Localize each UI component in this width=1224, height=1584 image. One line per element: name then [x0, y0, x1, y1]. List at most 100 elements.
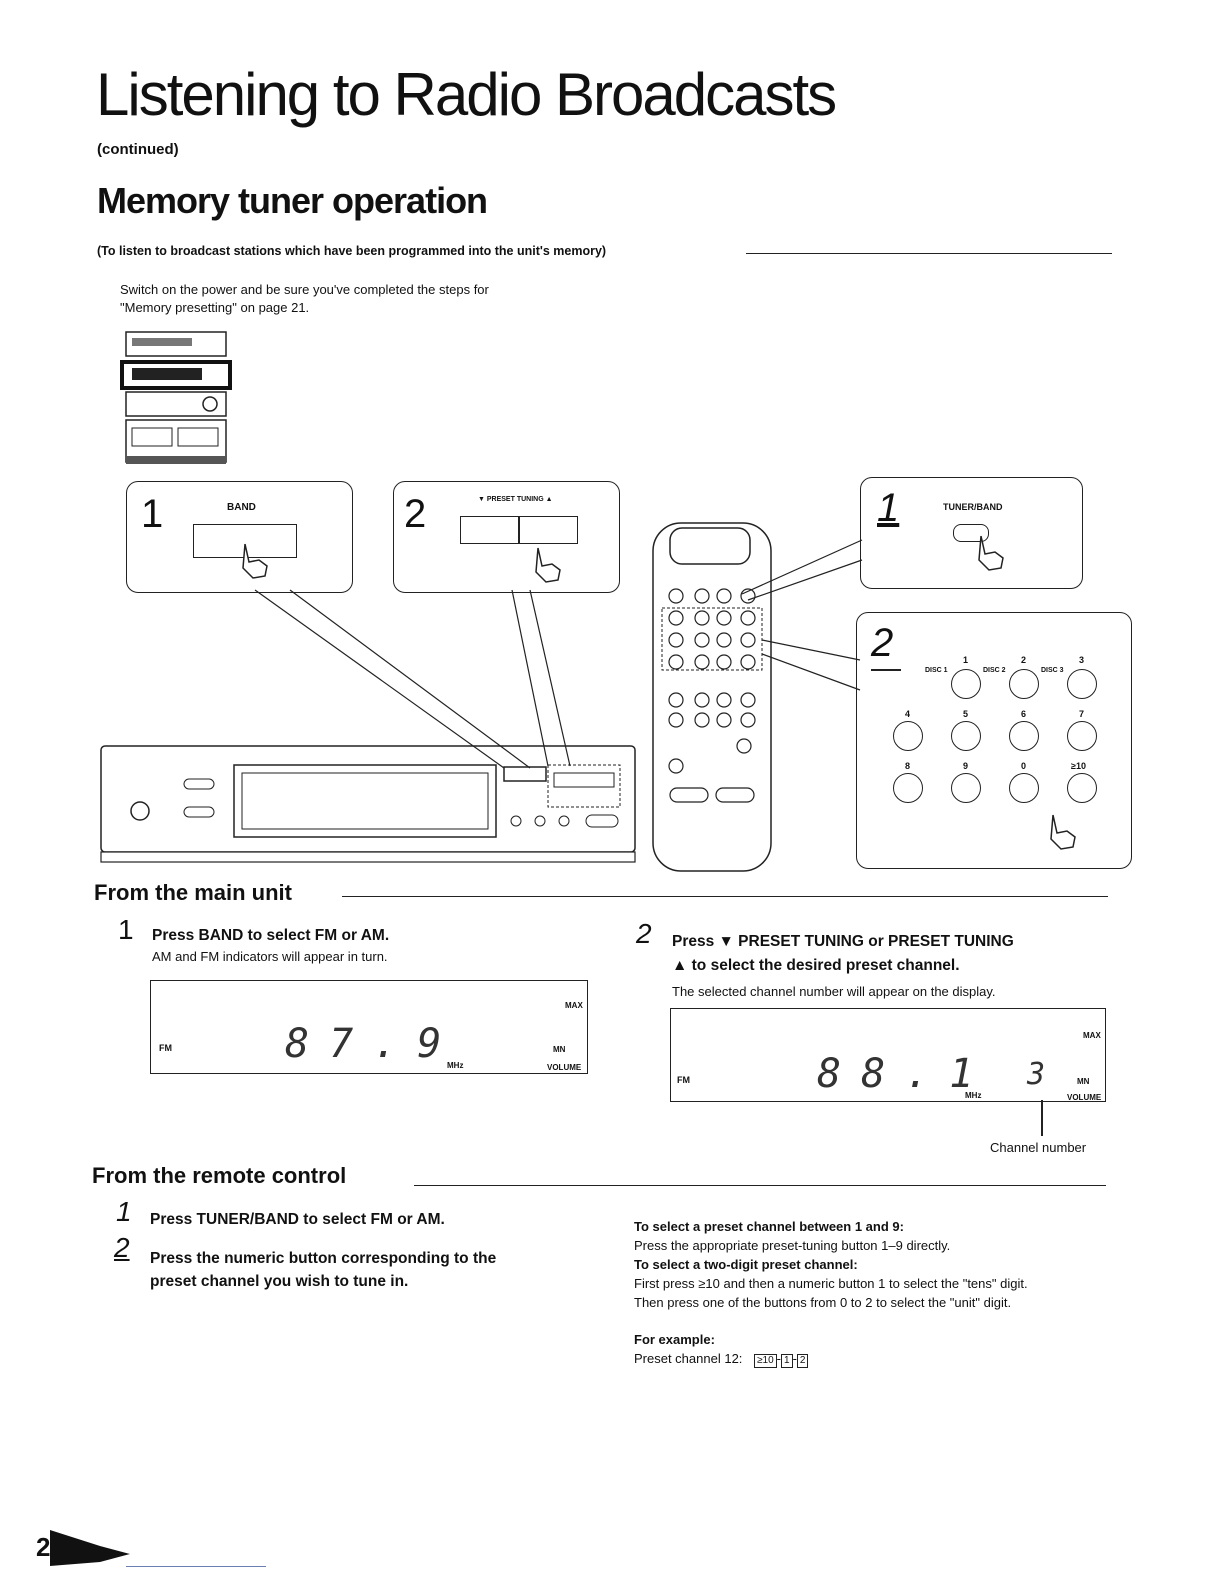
lcd1-volume: VOLUME [547, 1063, 582, 1072]
lcd1-mn: MN [553, 1045, 566, 1054]
lcd1-unit: MHz [447, 1061, 464, 1070]
continued-label: (continued) [97, 141, 179, 158]
main-step2-panel: 2 ▼ PRESET TUNING ▲ [393, 481, 620, 593]
disc2-label: DISC 2 [983, 667, 1006, 674]
remote-step2-panel: 2 DISC 1 1 DISC 2 2 DISC 3 3 4 5 6 7 8 9… [856, 612, 1132, 869]
main-step2-detail: The selected channel number will appear … [672, 984, 996, 999]
example-line: Preset channel 12: ≥10-1-2 [634, 1349, 1114, 1368]
numeric-button-8[interactable] [893, 773, 923, 803]
remote-step2-number: 2 [871, 621, 894, 665]
num0-label: 0 [1021, 761, 1027, 771]
numeric-button-4[interactable] [893, 721, 923, 751]
numeric-button-0[interactable] [1009, 773, 1039, 803]
intro-line-2: "Memory presetting" on page 21. [120, 300, 310, 315]
two-digit-text-1: First press ≥10 and then a numeric butto… [634, 1276, 1028, 1291]
numeric-button-10plus[interactable] [1067, 773, 1097, 803]
preset-divider [518, 517, 520, 543]
channel-pointer [1041, 1100, 1043, 1136]
two-digit-title: To select a two-digit preset channel: [634, 1257, 858, 1272]
page-corner-mark [50, 1530, 130, 1566]
lcd1-band: FM [159, 1043, 172, 1053]
num10-label: ≥10 [1071, 761, 1086, 771]
remote-notes: To select a preset channel between 1 and… [634, 1217, 1114, 1368]
intro-text: Switch on the power and be sure you've c… [120, 281, 600, 317]
remote-rule [414, 1185, 1106, 1186]
single-digit-title: To select a preset channel between 1 and… [634, 1219, 904, 1234]
pointing-hand-icon [978, 535, 1004, 571]
note-rule [746, 253, 1112, 254]
main-step1-number: 1 [141, 492, 164, 536]
remote-step2-line1: Press the numeric button corresponding t… [150, 1250, 497, 1267]
main-step1-panel: 1 BAND [126, 481, 353, 593]
preset-tuning-buttons[interactable] [460, 516, 578, 544]
lcd2-frequency: 88.1 [817, 1051, 994, 1097]
disc1-label: DISC 1 [925, 667, 948, 674]
remote-step2-num: 2 [114, 1232, 130, 1263]
main-step1-num: 1 [118, 914, 134, 945]
numeric-button-9[interactable] [951, 773, 981, 803]
main-unit-heading: From the main unit [94, 880, 292, 905]
footer-line [126, 1566, 266, 1567]
single-digit-text: Press the appropriate preset-tuning butt… [634, 1238, 951, 1253]
page-title: Listening to Radio Broadcasts [96, 61, 837, 128]
disc3-label: DISC 3 [1041, 667, 1064, 674]
numeric-button-2[interactable] [1009, 669, 1039, 699]
channel-number-label: Channel number [990, 1140, 1087, 1155]
two-digit-text-2: Then press one of the buttons from 0 to … [634, 1295, 1012, 1310]
example-key-2: 1 [781, 1354, 793, 1368]
tuner-band-button[interactable] [953, 524, 989, 542]
intro-line-1: Switch on the power and be sure you've c… [120, 282, 489, 297]
numeric-button-5[interactable] [951, 721, 981, 751]
lcd1-max: MAX [565, 1001, 583, 1010]
lcd1-frequency: 87.9 [285, 1021, 462, 1067]
example-key-1: ≥10 [754, 1354, 777, 1368]
section-title: Memory tuner operation [97, 180, 488, 221]
remote-control-illustration [652, 522, 772, 872]
numeric-button-1[interactable] [951, 669, 981, 699]
num5-label: 5 [963, 709, 969, 719]
remote-step1-num: 1 [116, 1196, 132, 1227]
main-step1-text: Press BAND to select FM or AM. [152, 927, 390, 944]
remote-step2-line2: preset channel you wish to tune in. [150, 1273, 409, 1290]
lcd2-max: MAX [1083, 1031, 1101, 1040]
lcd2-unit: MHz [965, 1091, 982, 1100]
remote-step1-number: 1 [877, 486, 900, 530]
lcd-display-2: MAX FM 88.1 MHz 3 MN VOLUME [670, 1008, 1106, 1102]
main-unit-illustration [100, 745, 636, 863]
numeric-button-3[interactable] [1067, 669, 1097, 699]
section-note: (To listen to broadcast stations which h… [97, 244, 607, 258]
num3-label: 3 [1079, 655, 1085, 665]
example-text: Preset channel 12: [634, 1351, 743, 1366]
num1-label: 1 [963, 655, 969, 665]
num8-label: 8 [905, 761, 911, 771]
numeric-button-6[interactable] [1009, 721, 1039, 751]
remote-heading: From the remote control [92, 1163, 347, 1188]
num4-label: 4 [905, 709, 911, 719]
main-step2-line2: ▲ to select the desired preset channel. [672, 957, 960, 974]
band-label: BAND [227, 502, 256, 513]
num9-label: 9 [963, 761, 969, 771]
pointing-hand-icon [535, 547, 561, 583]
num7-label: 7 [1079, 709, 1085, 719]
main-step1-detail: AM and FM indicators will appear in turn… [152, 949, 388, 964]
main-unit-rule [342, 896, 1108, 897]
lcd2-volume: VOLUME [1067, 1093, 1102, 1102]
lcd2-channel: 3 [1027, 1057, 1066, 1092]
preset-tuning-label: ▼ PRESET TUNING ▲ [478, 496, 553, 503]
numeric-button-7[interactable] [1067, 721, 1097, 751]
main-step2-num: 2 [636, 918, 652, 949]
tuner-band-label: TUNER/BAND [943, 502, 1003, 512]
num6-label: 6 [1021, 709, 1027, 719]
stereo-system-icon [120, 331, 232, 464]
main-step2-line1: Press ▼ PRESET TUNING or PRESET TUNING [672, 933, 1014, 950]
remote-step1-panel: 1 TUNER/BAND [860, 477, 1083, 589]
example-key-3: 2 [796, 1354, 809, 1368]
pointing-hand-icon [1050, 814, 1076, 850]
remote-step1-text: Press TUNER/BAND to select FM or AM. [150, 1211, 445, 1228]
lcd2-band: FM [677, 1075, 690, 1085]
page-number: 2 [36, 1532, 51, 1562]
main-step2-number: 2 [404, 492, 427, 536]
lcd-display-1: MAX FM 87.9 MHz MN VOLUME [150, 980, 588, 1074]
lcd2-mn: MN [1077, 1077, 1090, 1086]
step-underline [871, 669, 901, 671]
